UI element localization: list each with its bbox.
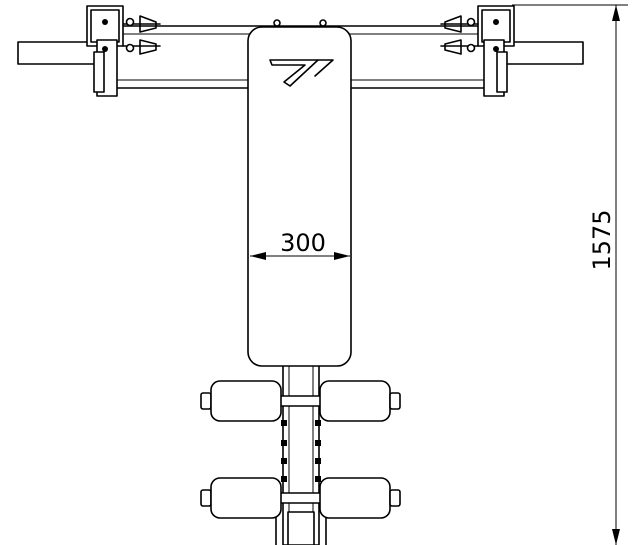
upper-left-foot-roller	[200, 380, 282, 422]
right-rack-hook	[440, 5, 515, 97]
overall-length-label: 1575	[588, 209, 616, 270]
mount-bolts	[273, 19, 327, 27]
brand-logo-icon	[269, 59, 334, 87]
overall-length-dimension: 1575	[512, 4, 628, 545]
adjustment-holes	[281, 420, 321, 482]
lower-left-foot-roller	[200, 477, 282, 519]
upper-right-foot-roller	[319, 380, 401, 422]
bench-spine	[275, 359, 327, 545]
lower-right-foot-roller	[319, 477, 401, 519]
left-rack-hook	[86, 5, 161, 97]
bench-pad	[247, 26, 352, 367]
seat-width-dimension: 300	[250, 229, 350, 260]
seat-width-label: 300	[280, 229, 326, 257]
